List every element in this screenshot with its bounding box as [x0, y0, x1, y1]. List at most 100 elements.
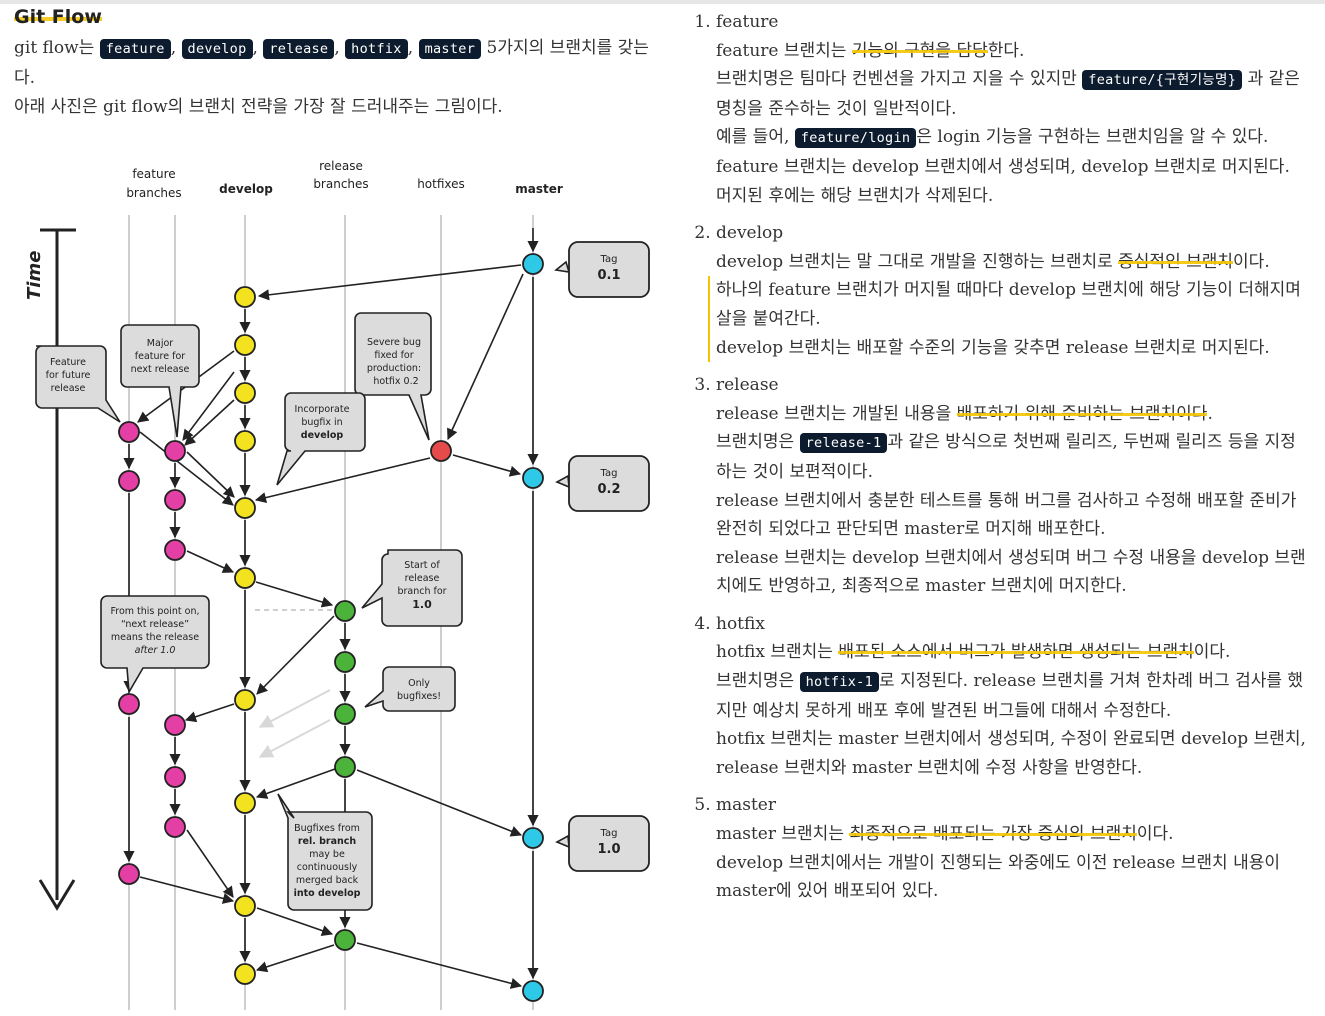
line-text: hotfix 브랜치는 — [716, 642, 839, 663]
header-hotfixes: hotfixes — [417, 177, 465, 191]
line-text: 머지된 후에는 해당 브랜치가 삭제된다. — [716, 185, 994, 206]
highlighted-text: 기능의 구현을 담당 — [851, 40, 988, 61]
commits — [118, 253, 544, 1002]
code-release: release — [263, 39, 335, 59]
line-text: 하나의 feature 브랜치가 머지될 때마다 develop 브랜치에 해당… — [716, 280, 1301, 329]
line-text: 로 지정된다. release 브랜치를 거쳐 한차례 버그 검사를 했지만 예… — [716, 671, 1304, 721]
line-text: release 브랜치는 개발된 내용을 — [716, 403, 957, 424]
inline-code: release-1 — [799, 433, 888, 454]
tag-value: 1.0 — [597, 842, 620, 857]
tag-1-0: Tag 1.0 — [555, 815, 650, 872]
section-line: 하나의 feature 브랜치가 머지될 때마다 develop 브랜치에 해당… — [716, 276, 1310, 333]
header-master: master — [515, 182, 563, 196]
line-text: 이다. — [1193, 642, 1231, 663]
section-line: develop 브랜치는 말 그대로 개발을 진행하는 브랜치로 중심적인 브랜… — [716, 248, 1310, 277]
code-master: master — [418, 39, 482, 59]
section-heading: feature — [716, 12, 779, 32]
tag-0-2: Tag 0.2 — [555, 455, 650, 512]
section-hotfix: hotfix hotfix 브랜치는 배포된 소스에서 버그가 발생하면 생성되는… — [716, 610, 1310, 783]
tag-label: Tag — [600, 468, 618, 479]
line-text: feature 브랜치는 develop 브랜치에서 생성되며, develop… — [716, 156, 1290, 177]
section-heading: develop — [716, 223, 784, 244]
section-line: feature 브랜치는 develop 브랜치에서 생성되며, develop… — [716, 153, 1310, 182]
section-release: release release 브랜치는 개발된 내용을 배포하기 위해 준비하는… — [716, 371, 1310, 601]
section-master: master master 브랜치는 최종적으로 배포되는 가장 중심의 브랜치이… — [716, 791, 1310, 905]
line-text: develop 브랜치에서는 개발이 진행되는 와중에도 이전 release … — [716, 852, 1280, 902]
highlighted-text: 중심적인 브랜치 — [1118, 251, 1234, 272]
merge-arrows — [137, 264, 524, 989]
tag-value: 0.2 — [597, 482, 620, 497]
intro-paragraph: git flow는 feature, develop, release, hot… — [14, 38, 649, 117]
bubble-from-this-point: From this point on,“next release”means t… — [110, 606, 199, 656]
line-text: 이다. — [1136, 824, 1174, 845]
code-feature: feature — [99, 39, 171, 59]
highlighted-text: 배포된 소스에서 버그가 발생하면 생성되는 브랜치 — [838, 642, 1194, 663]
time-label: Time — [24, 251, 45, 300]
tag-label: Tag — [600, 828, 618, 839]
git-flow-diagram: feature branches develop release branche… — [24, 159, 650, 1010]
tag-label: Tag — [600, 254, 618, 265]
section-line: develop 브랜치에서는 개발이 진행되는 와중에도 이전 release … — [716, 849, 1310, 906]
section-heading: master — [716, 795, 776, 816]
line-text: 브랜치명은 — [716, 432, 800, 453]
line-text: 한다. — [987, 40, 1025, 61]
highlighted-text: 최종적으로 배포되는 가장 중심의 브랜치 — [849, 824, 1137, 845]
line-text: 과 같은 명칭을 준수하는 것이 일반적이다. — [716, 69, 1300, 119]
header-feature-2: branches — [126, 186, 181, 200]
time-axis: Time — [24, 228, 76, 911]
header-develop: develop — [219, 182, 273, 196]
light-arrows — [258, 689, 331, 758]
line-text: 과 같은 방식으로 첫번째 릴리즈, 두번째 릴리즈 등을 지정하는 것이 보편… — [716, 432, 1296, 482]
top-border — [0, 0, 1325, 4]
section-heading: hotfix — [716, 613, 765, 634]
section-line: 머지된 후에는 해당 브랜치가 삭제된다. — [716, 182, 1310, 211]
callout-bubbles — [35, 312, 463, 911]
section-line: release 브랜치는 개발된 내용을 배포하기 위해 준비하는 브랜치이다. — [716, 400, 1310, 429]
section-heading: release — [716, 375, 779, 396]
intro-line-2: 아래 사진은 git flow의 브랜치 전략을 가장 잘 드러내주는 그림이다… — [14, 97, 503, 117]
line-text: . — [1207, 403, 1213, 424]
left-column: Git Flow git flow는 feature, develop, rel… — [14, 6, 664, 122]
section-line: develop 브랜치는 배포할 수준의 기능을 갖추면 release 브랜치… — [716, 334, 1310, 363]
section-line: master 브랜치는 최종적으로 배포되는 가장 중심의 브랜치이다. — [716, 820, 1310, 849]
inline-code: feature/login — [794, 128, 917, 149]
inline-code: hotfix-1 — [799, 672, 880, 693]
section-line: hotfix 브랜치는 배포된 소스에서 버그가 발생하면 생성되는 브랜치이다… — [716, 638, 1310, 667]
intro-text-post: 5가지의 브랜치를 갖는다. — [14, 38, 649, 88]
line-text: 예를 들어, — [716, 127, 795, 148]
code-develop: develop — [181, 39, 253, 59]
line-text: 브랜치명은 — [716, 671, 800, 692]
section-line: hotfix 브랜치는 master 브랜치에서 생성되며, 수정이 완료되면 … — [716, 725, 1310, 782]
tag-0-1: Tag 0.1 — [554, 241, 650, 298]
section-line: feature 브랜치는 기능의 구현을 담당한다. — [716, 37, 1310, 66]
header-feature-1: feature — [132, 167, 175, 181]
line-text: feature 브랜치는 — [716, 40, 852, 61]
section-line: release 브랜치는 develop 브랜치에서 생성되며 버그 수정 내용… — [716, 544, 1310, 601]
line-text: 이다. — [1233, 251, 1270, 272]
header-release-2: branches — [313, 177, 368, 191]
highlighted-text: 배포하기 위해 준비하는 브랜치이다 — [956, 403, 1208, 424]
section-line: 브랜치명은 팀마다 컨벤션을 가지고 지을 수 있지만 feature/{구현기… — [716, 65, 1310, 123]
inline-code: feature/{구현기능명} — [1082, 70, 1243, 91]
code-hotfix: hotfix — [345, 39, 408, 59]
line-text: master 브랜치는 — [716, 824, 850, 845]
line-text: hotfix 브랜치는 master 브랜치에서 생성되며, 수정이 완료되면 … — [716, 729, 1306, 778]
section-line: release 브랜치에서 충분한 테스트를 통해 버그를 검사하고 수정해 배… — [716, 487, 1310, 544]
line-text: 은 login 기능을 구현하는 브랜치임을 알 수 있다. — [916, 127, 1269, 148]
section-develop: develop develop 브랜치는 말 그대로 개발을 진행하는 브랜치로 … — [708, 219, 1310, 363]
quote-block: 하나의 feature 브랜치가 머지될 때마다 develop 브랜치에 해당… — [708, 276, 1310, 363]
header-release-1: release — [319, 159, 363, 173]
